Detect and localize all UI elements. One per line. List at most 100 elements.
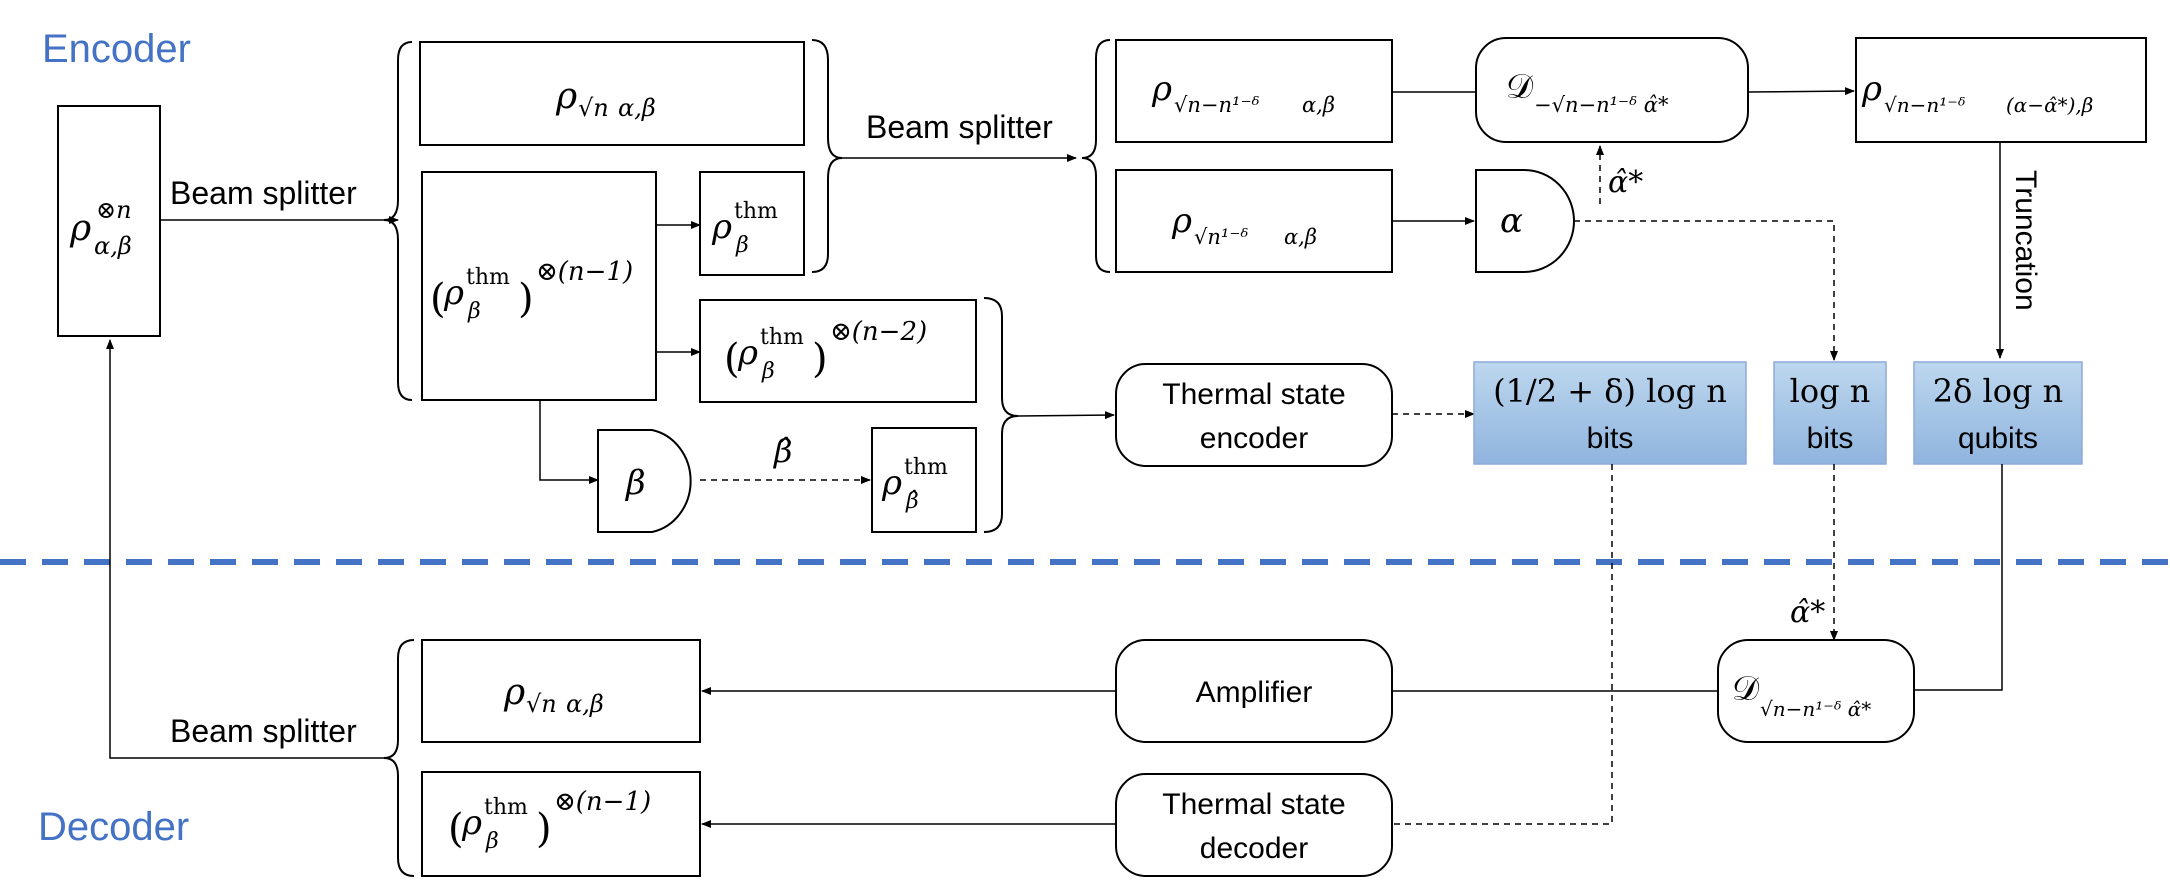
svg-text:): ) — [812, 336, 828, 382]
rho-sqrt-n-pow-label: ρ √n¹⁻ᵟ α,β — [1171, 201, 1317, 249]
svg-text:α,β: α,β — [566, 690, 604, 718]
svg-text:β: β — [467, 299, 481, 324]
qubits-box — [1913, 361, 2083, 465]
decoder-label: Decoder — [38, 805, 189, 849]
alpha-measurement-label: α — [1500, 201, 1523, 241]
brace-decoder — [383, 639, 415, 877]
bits-log-line2: bits — [1807, 422, 1854, 455]
svg-text:√n−n¹⁻ᵟ: √n−n¹⁻ᵟ — [1174, 93, 1260, 117]
alpha-hat-label-top: α̂* — [1608, 165, 1643, 200]
svg-text:⊗(n−2): ⊗(n−2) — [830, 317, 927, 347]
thermal-n-minus-1-label: ( ρ thm β ) ⊗(n−1) — [430, 257, 633, 324]
svg-text:): ) — [518, 276, 534, 322]
svg-text:√n: √n — [578, 94, 609, 122]
svg-text:ρ: ρ — [1151, 69, 1172, 109]
thermal-state-decoder-box — [1115, 773, 1393, 877]
svg-text:α,β: α,β — [94, 232, 132, 260]
svg-text:ρ: ρ — [711, 207, 732, 247]
alpha-measurement — [1475, 169, 1575, 273]
svg-text:β: β — [735, 233, 749, 258]
svg-text:(: ( — [724, 336, 740, 382]
thermal-state-encoder-box — [1115, 363, 1393, 467]
svg-text:ρ: ρ — [69, 208, 91, 249]
svg-text:ρ: ρ — [503, 672, 525, 713]
svg-text:𝒟: 𝒟 — [1506, 67, 1534, 107]
svg-text:𝒟: 𝒟 — [1732, 669, 1760, 709]
svg-text:⊗(n−1): ⊗(n−1) — [536, 257, 633, 287]
svg-text:β: β — [761, 359, 775, 384]
thermal-state-encoder-line2: encoder — [1200, 422, 1308, 455]
beta-measurement — [597, 429, 692, 533]
svg-text:ρ: ρ — [1861, 69, 1882, 109]
rho-sqrt-n-box — [419, 41, 805, 146]
input-state-label: ρ ⊗n α,β — [69, 196, 132, 260]
svg-text:(: ( — [430, 276, 446, 322]
to-thermal-encoder-arrow — [1017, 411, 1115, 420]
rho-sqrt-n-label: ρ √n α,β — [555, 76, 656, 122]
svg-text:α,β: α,β — [1302, 93, 1335, 117]
svg-text:ρ: ρ — [461, 803, 482, 843]
svg-text:−√n−n¹⁻ᵟ α̂*: −√n−n¹⁻ᵟ α̂* — [1534, 93, 1669, 117]
rho-sqrt-n-out-box — [421, 639, 701, 743]
thermal-out-box — [421, 771, 701, 877]
svg-text:α,β: α,β — [618, 94, 656, 122]
svg-text:ρ: ρ — [443, 273, 464, 313]
svg-text:thm: thm — [484, 795, 528, 820]
thermal-n-minus-2-box — [699, 299, 977, 403]
rho-sqrt-n-pow-box — [1115, 169, 1393, 273]
svg-text:thm: thm — [904, 455, 948, 480]
qubits-line2: qubits — [1958, 422, 2038, 455]
displacement-neg-label: 𝒟 −√n−n¹⁻ᵟ α̂* — [1506, 67, 1669, 117]
svg-text:√n: √n — [526, 690, 557, 718]
qubits-line1: 2δ log n — [1933, 372, 2064, 410]
beta-measurement-label: β — [624, 463, 646, 503]
alpha-hat-label-bottom: α̂* — [1790, 595, 1825, 630]
truncation-label: Truncation — [2009, 170, 2042, 311]
to-result-arrow — [1747, 87, 1855, 96]
svg-text:ρ: ρ — [555, 76, 577, 117]
encoder-label: Encoder — [42, 27, 191, 71]
rho-thm-hat-label: ρ thm β̂ — [881, 455, 948, 514]
bits-half-line1: (1/2 + δ) log n — [1493, 372, 1727, 410]
rho-thm-hat-box — [871, 427, 977, 533]
svg-text:√n−n¹⁻ᵟ α̂*: √n−n¹⁻ᵟ α̂* — [1760, 697, 1871, 721]
beam-splitter-1-label: Beam splitter — [170, 175, 357, 211]
svg-text:α,β: α,β — [1284, 225, 1317, 249]
thermal-state-decoder-line2: decoder — [1200, 832, 1308, 865]
to-beta-meter-arrow — [539, 400, 599, 484]
decoder-to-input-arrow — [106, 339, 384, 759]
svg-text:√n−n¹⁻ᵟ: √n−n¹⁻ᵟ — [1884, 93, 1965, 117]
amplifier-label: Amplifier — [1196, 676, 1313, 709]
bits-half-box — [1473, 361, 1747, 465]
rho-thm-label: ρ thm β — [711, 199, 778, 258]
rho-thm-box — [699, 171, 805, 276]
qubits-to-displacement-line — [1914, 464, 2003, 691]
svg-text:√n¹⁻ᵟ: √n¹⁻ᵟ — [1194, 225, 1248, 249]
svg-text:β̂: β̂ — [905, 489, 919, 514]
bits-log-line1: log n — [1790, 372, 1871, 410]
beam-splitter-3-label: Beam splitter — [170, 713, 357, 749]
thermal-state-decoder-line1: Thermal state — [1162, 788, 1345, 821]
bits-half-line2: bits — [1587, 422, 1634, 455]
brace-2 — [811, 39, 843, 273]
svg-text:⊗n: ⊗n — [96, 196, 132, 224]
bits-log-box — [1773, 361, 1887, 465]
svg-text:β: β — [485, 829, 499, 854]
thermal-out-label: ( ρ thm β ) ⊗(n−1) — [448, 787, 651, 854]
thermal-n-minus-1-box — [421, 171, 657, 401]
displacement-neg-box — [1475, 37, 1749, 143]
svg-text:thm: thm — [734, 199, 778, 224]
svg-text:): ) — [536, 806, 552, 852]
svg-text:ρ: ρ — [1171, 201, 1192, 241]
thermal-state-encoder-line1: Thermal state — [1162, 378, 1345, 411]
svg-text:(α−α̂*),β: (α−α̂*),β — [2006, 93, 2093, 117]
brace-1 — [383, 41, 413, 401]
rho-sqrt-n-minus-label: ρ √n−n¹⁻ᵟ α,β — [1151, 69, 1335, 117]
svg-text:ρ: ρ — [881, 463, 902, 503]
svg-text:⊗(n−1): ⊗(n−1) — [554, 787, 651, 817]
alpha-hat-to-bits-arrow — [1574, 220, 1838, 361]
beta-hat-label: β̂ — [773, 432, 793, 470]
bits-half-to-decoder-line — [1392, 464, 1613, 825]
rho-sqrt-n-minus-box — [1115, 39, 1393, 143]
